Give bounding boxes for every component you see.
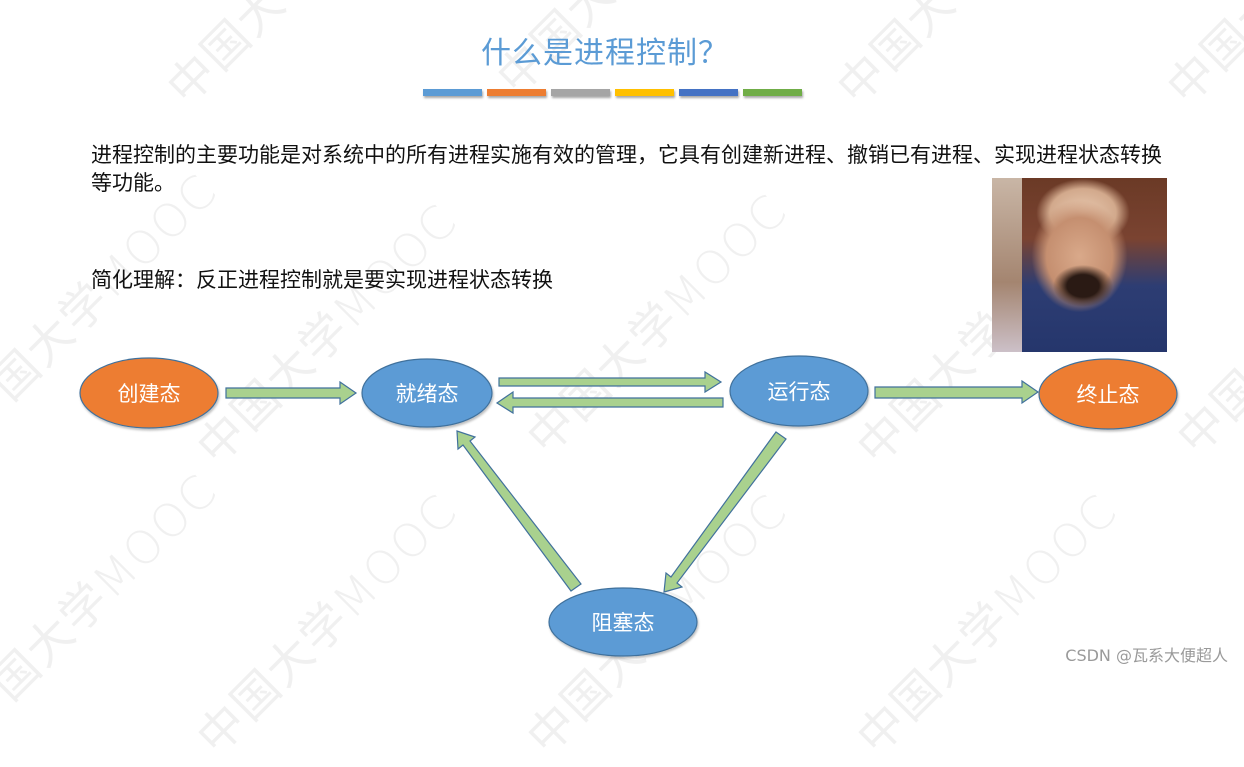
arrow-running-to-terminated — [874, 379, 1040, 405]
color-bar-blue — [423, 89, 482, 96]
node-running — [729, 355, 869, 427]
arrow-running-to-ready — [495, 390, 724, 415]
arrow-new-to-ready — [225, 380, 358, 406]
color-bar-orange — [487, 89, 546, 96]
arrow-blocked-to-ready — [456, 430, 582, 592]
node-label-blocked: 阻塞态 — [591, 611, 655, 635]
color-bar-yellow — [615, 89, 674, 96]
color-bars — [423, 89, 802, 96]
node-terminated — [1038, 358, 1178, 430]
node-ready — [361, 358, 493, 428]
node-label-running: 运行态 — [767, 380, 831, 404]
color-bar-dark-blue — [679, 89, 738, 96]
description-paragraph: 进程控制的主要功能是对系统中的所有进程实施有效的管理，它具有创建新进程、撤销已有… — [91, 143, 1162, 195]
node-label-terminated: 终止态 — [1076, 383, 1140, 407]
node-blocked — [548, 587, 698, 657]
node-label-ready: 就绪态 — [395, 382, 459, 406]
arrow-running-to-blocked — [663, 431, 787, 593]
node-label-new: 创建态 — [117, 382, 181, 406]
simplified-understanding: 简化理解：反正进程控制就是要实现进程状态转换 — [91, 268, 553, 292]
state-diagram — [79, 355, 1178, 657]
meme-image — [992, 178, 1167, 352]
footer-credit: CSDN @瓦系大便超人 — [1065, 646, 1228, 665]
node-new — [79, 357, 219, 429]
slide-title: 什么是进程控制？ — [481, 36, 729, 71]
color-bar-green — [743, 89, 802, 96]
color-bar-gray — [551, 89, 610, 96]
arrow-ready-to-running — [498, 370, 723, 394]
